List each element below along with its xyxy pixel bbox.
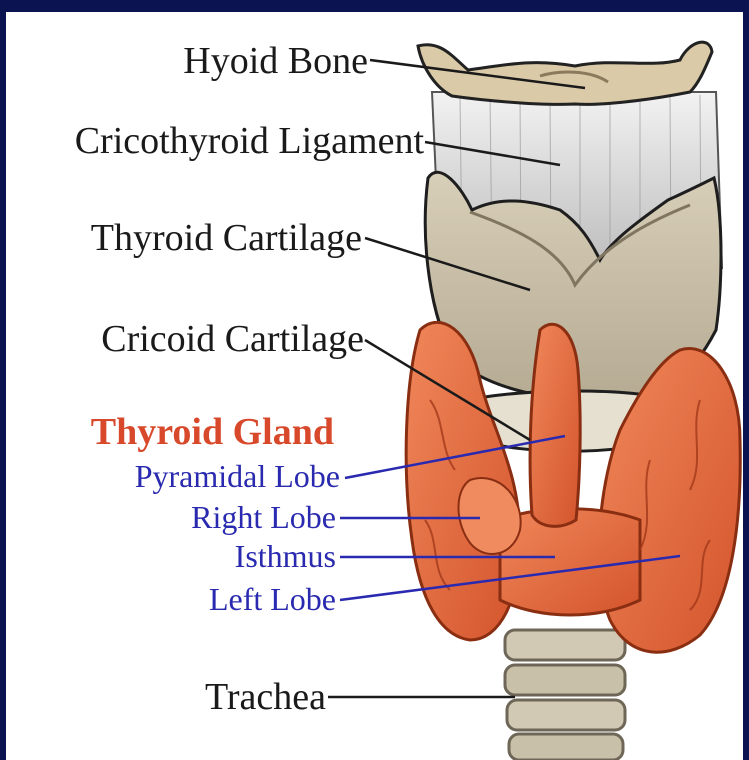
label-left-lobe: Left Lobe	[209, 581, 336, 617]
label-thyroid-gland: Thyroid Gland	[91, 411, 334, 453]
label-thyroid-cartilage: Thyroid Cartilage	[91, 217, 362, 259]
thyroid-pyramidal-lobe	[530, 324, 580, 526]
label-pyramidal-lobe: Pyramidal Lobe	[135, 458, 340, 494]
label-right-lobe: Right Lobe	[191, 499, 336, 535]
label-hyoid-bone: Hyoid Bone	[183, 40, 368, 82]
label-trachea: Trachea	[205, 676, 326, 718]
label-isthmus: Isthmus	[235, 538, 336, 574]
label-cricothyroid-ligament: Cricothyroid Ligament	[75, 120, 425, 162]
label-cricoid-cartilage: Cricoid Cartilage	[101, 318, 364, 360]
trachea-rings	[505, 630, 625, 760]
